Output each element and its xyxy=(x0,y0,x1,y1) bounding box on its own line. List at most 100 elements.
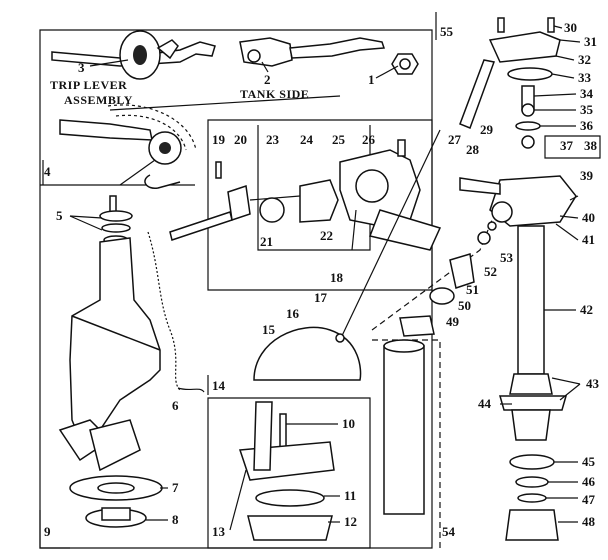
leader-5a xyxy=(69,215,103,219)
callout-37: 37 xyxy=(560,138,574,153)
callout-45: 45 xyxy=(582,454,596,469)
float-rod-end-16 xyxy=(335,333,345,343)
callout-44: 44 xyxy=(478,396,492,411)
screw-53 xyxy=(487,221,497,231)
callout-46: 46 xyxy=(582,474,596,489)
leader-39 xyxy=(569,195,579,201)
callout-10: 10 xyxy=(342,416,355,431)
leader-32 xyxy=(555,55,575,61)
callout-31: 31 xyxy=(584,34,597,49)
fitting-51 xyxy=(449,253,475,289)
trip-lever-hub xyxy=(133,45,147,65)
box-9-corner xyxy=(39,510,70,549)
callout-50: 50 xyxy=(458,298,471,313)
washer-33 xyxy=(507,67,553,81)
flapper-arm xyxy=(253,401,273,471)
leader-1 xyxy=(375,65,399,79)
flapper-assembly xyxy=(238,401,335,541)
float-arm-parts xyxy=(169,161,301,241)
flush-valve-foot-right xyxy=(89,419,141,472)
callout-25: 25 xyxy=(332,132,346,147)
overflow-pipe-top xyxy=(383,339,425,353)
riser-tube-42 xyxy=(517,225,545,375)
callout-1: 1 xyxy=(368,72,375,87)
callout-5: 5 xyxy=(56,208,63,223)
washer-23 xyxy=(259,197,285,223)
leader-lines xyxy=(69,25,581,531)
valve-body-parts xyxy=(259,139,442,251)
lift-chain-part xyxy=(147,231,205,393)
callout-19: 19 xyxy=(212,132,226,147)
installed-trip-handle xyxy=(59,119,153,141)
trip-lever-nut xyxy=(156,39,179,60)
tank-side-line xyxy=(109,95,341,111)
valve-pin-22 xyxy=(351,209,357,251)
callout-42: 42 xyxy=(580,302,593,317)
callout-30: 30 xyxy=(564,20,577,35)
flush-valve-body xyxy=(69,237,161,442)
locknut-part xyxy=(85,507,147,528)
lift-chain-clip xyxy=(177,387,205,393)
callout-numbers: 1 2 3 4 5 6 7 8 9 10 11 12 13 14 15 16 1… xyxy=(44,20,600,539)
callout-35: 35 xyxy=(580,102,594,117)
lever-29 xyxy=(459,59,496,129)
refill-pipe-part xyxy=(383,339,425,515)
washer-50 xyxy=(429,287,455,305)
screw-30a xyxy=(497,17,505,33)
locknut-body xyxy=(101,507,131,521)
callout-4: 4 xyxy=(44,164,51,179)
screw-26 xyxy=(397,139,406,157)
washer-45 xyxy=(509,454,555,470)
washer-52 xyxy=(477,231,491,245)
overflow-pipe xyxy=(383,345,425,515)
callout-9: 9 xyxy=(44,524,51,539)
callout-41: 41 xyxy=(582,232,595,247)
washer-5a xyxy=(99,210,133,222)
refill-tube-28 xyxy=(459,177,501,195)
seal-24 xyxy=(299,179,339,223)
coupling-nut-48 xyxy=(505,509,559,541)
tank-side-view xyxy=(59,95,341,189)
screw-19 xyxy=(215,161,222,179)
callout-39: 39 xyxy=(580,168,594,183)
callout-27: 27 xyxy=(448,132,462,147)
installed-lift-arm xyxy=(144,174,181,189)
callout-28: 28 xyxy=(466,142,480,157)
callout-3: 3 xyxy=(78,60,85,75)
lever-arm-rod xyxy=(289,37,386,59)
callout-52: 52 xyxy=(484,264,497,279)
float-arm-rod xyxy=(169,211,233,241)
main-frame xyxy=(39,29,433,549)
callout-47: 47 xyxy=(582,492,596,507)
gasket-inner xyxy=(97,482,135,494)
box-19-26 xyxy=(207,119,433,291)
callout-38: 38 xyxy=(584,138,598,153)
caption-tank-side: TANK SIDE xyxy=(240,87,309,101)
gasket-part xyxy=(69,475,163,501)
leader-43b xyxy=(559,383,581,401)
box-38 xyxy=(544,135,601,159)
shank-nut-43 xyxy=(509,373,553,395)
callout-48: 48 xyxy=(582,514,596,529)
caption-trip-lever-line1: TRIP LEVER xyxy=(50,78,127,92)
callout-21: 21 xyxy=(260,234,273,249)
callout-32: 32 xyxy=(578,52,591,67)
callout-36: 36 xyxy=(580,118,594,133)
callout-15: 15 xyxy=(262,322,276,337)
installed-arc-outer xyxy=(107,104,197,151)
callout-40: 40 xyxy=(582,210,595,225)
seat-12 xyxy=(247,515,333,541)
callout-55: 55 xyxy=(440,24,454,39)
hex-nut-part xyxy=(391,53,419,75)
callout-17: 17 xyxy=(314,290,328,305)
screw-washers-part xyxy=(99,195,133,245)
screw-30b xyxy=(547,17,555,33)
flush-valve-housing xyxy=(58,237,161,472)
callout-53: 53 xyxy=(500,250,514,265)
washer-46 xyxy=(515,476,549,488)
leader-13 xyxy=(229,469,247,531)
callout-18: 18 xyxy=(330,270,344,285)
callout-49: 49 xyxy=(446,314,460,329)
callout-51: 51 xyxy=(466,282,479,297)
